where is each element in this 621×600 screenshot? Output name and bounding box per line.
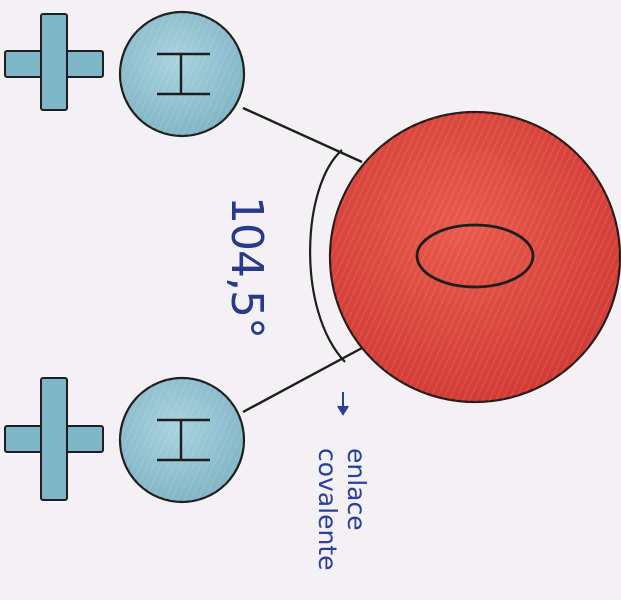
hydrogen-atom-bottom — [120, 378, 244, 502]
annotation-arrow-icon — [338, 392, 348, 414]
bond-bottom-line — [243, 348, 362, 412]
hydrogen-atom-top — [120, 12, 244, 136]
bond-angle-label: 104,5° — [221, 196, 272, 338]
positive-charge-top-icon — [5, 14, 103, 110]
bond-top-line — [243, 108, 362, 162]
annotation-line1: enlace — [342, 448, 371, 531]
oxygen-atom — [330, 112, 620, 402]
annotation-line2: covalente — [313, 448, 342, 571]
positive-charge-bottom-icon — [5, 378, 103, 500]
